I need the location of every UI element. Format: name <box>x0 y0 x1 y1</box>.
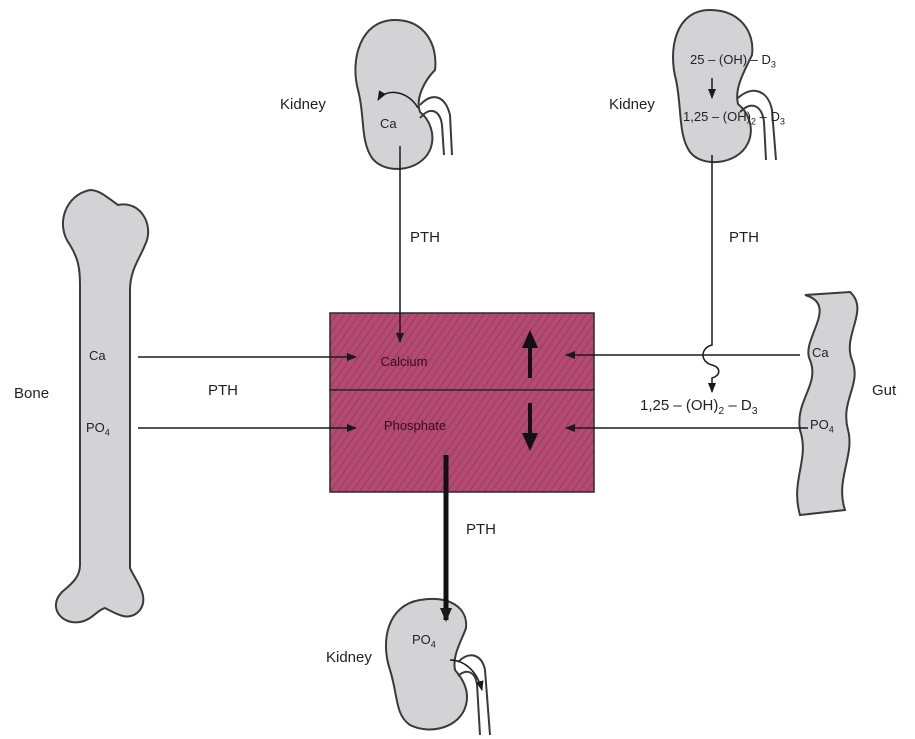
kidney-top-left-label: Kidney <box>280 97 326 112</box>
calcium-label: Calcium <box>381 355 428 368</box>
calcium-compartment <box>330 313 594 390</box>
kidney-top-left-shape <box>355 20 435 169</box>
kidney-top-right-label: Kidney <box>609 97 655 112</box>
vitd-pth-pathway <box>703 155 719 392</box>
gut-shape <box>797 292 857 515</box>
vitd-gut-label: 1,25 – (OH)2 – D3 <box>640 398 758 417</box>
phosphate-label: Phosphate <box>384 419 446 432</box>
bone-po4-label: PO4 <box>86 421 110 438</box>
gut-po4-label: PO4 <box>810 418 834 435</box>
kidney-top-left-ca-label: Ca <box>380 117 397 130</box>
pth-bone-label: PTH <box>208 383 238 398</box>
pth-top-left-label: PTH <box>410 230 440 245</box>
vitd-active-label: 1,25 – (OH)2 – D3 <box>683 110 785 127</box>
kidney-bottom-label: Kidney <box>326 650 372 665</box>
kidney-bottom-shape <box>386 599 467 730</box>
pth-bottom-label: PTH <box>466 522 496 537</box>
gut-label: Gut <box>872 383 896 398</box>
vitd-precursor-label: 25 – (OH) – D3 <box>690 53 776 70</box>
bone-ca-label: Ca <box>89 349 106 362</box>
bone-shape <box>56 190 148 622</box>
kidney-top-right <box>673 10 776 162</box>
kidney-top-left <box>355 20 452 169</box>
bone-label: Bone <box>14 386 49 401</box>
phosphate-compartment <box>330 390 594 492</box>
gut-ca-label: Ca <box>812 346 829 359</box>
kidney-bottom <box>386 599 490 735</box>
kidney-bottom-po4-label: PO4 <box>412 633 436 650</box>
pth-top-right-label: PTH <box>729 230 759 245</box>
